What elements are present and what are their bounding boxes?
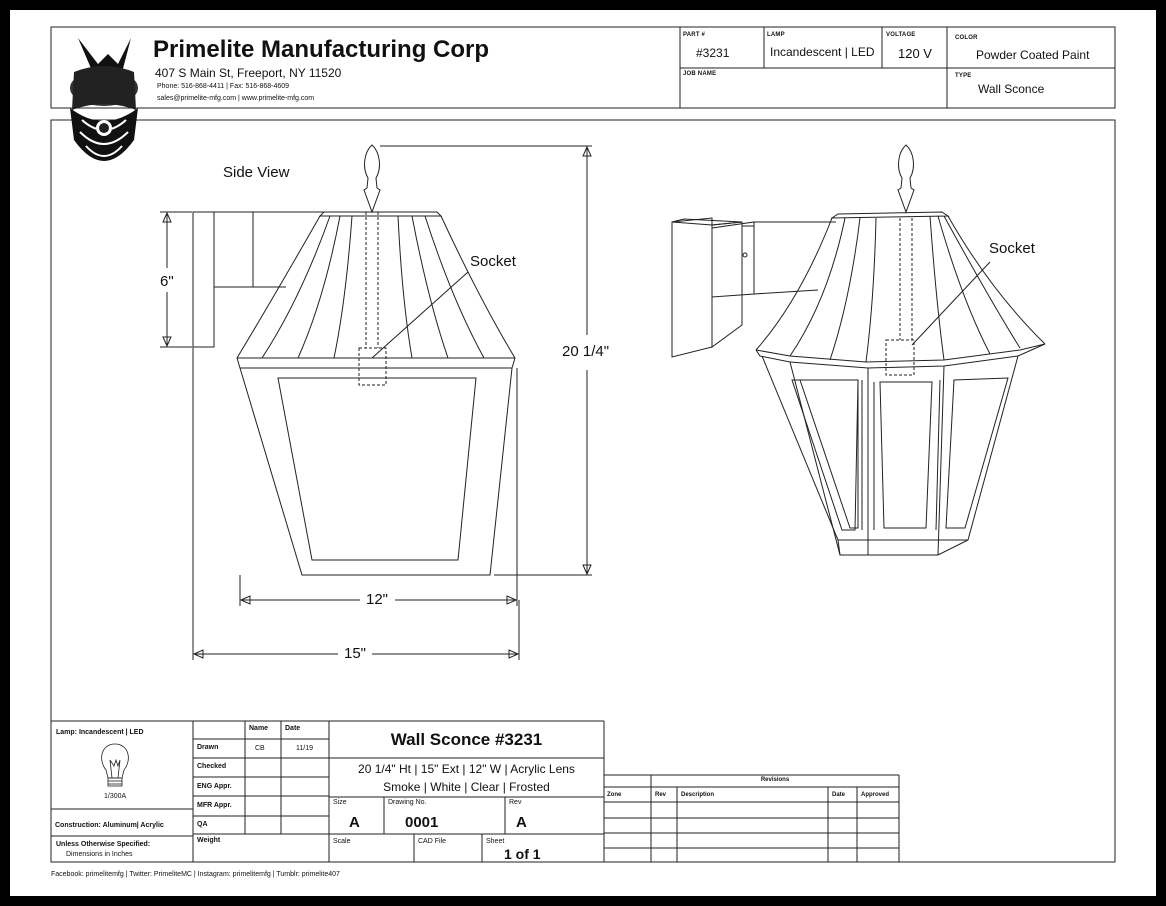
sheet-value: 1 of 1	[504, 846, 541, 862]
lamp-note: Lamp: Incandescent | LED	[56, 729, 144, 736]
revisions-header-description: Description	[681, 792, 715, 798]
voltage-label: VOLTAGE	[886, 32, 916, 38]
side-view-fixture	[192, 144, 516, 576]
sheet-label: Sheet	[486, 838, 505, 845]
voltage-value: 120 V	[898, 46, 932, 61]
lamp-label: LAMP	[767, 32, 785, 38]
rev-label: Rev	[509, 799, 522, 806]
height-dimension: 20 1/4"	[562, 343, 610, 360]
date-column-header: Date	[285, 725, 301, 732]
approval-row-date: 11/19	[296, 745, 313, 752]
lamp-value: Incandescent | LED	[770, 45, 875, 59]
part-label: PART #	[683, 32, 706, 38]
weight-label: Weight	[197, 837, 221, 844]
dimensions-note: Dimensions in Inches	[66, 851, 133, 858]
approval-row-label: Drawn	[197, 744, 219, 751]
socket-label-side: Socket	[470, 253, 516, 270]
side-view-label: Side View	[223, 164, 290, 181]
cad-file-label: CAD File	[418, 838, 447, 845]
approval-row-label: QA	[197, 821, 208, 828]
side-view-dimensions	[160, 145, 592, 660]
rev-value: A	[516, 814, 527, 831]
spec-line-2: Smoke | White | Clear | Frosted	[383, 780, 550, 794]
type-label: TYPE	[955, 73, 972, 79]
approval-row-label: Checked	[197, 763, 227, 770]
title-block-grid	[51, 27, 1115, 862]
job-name-label: JOB NAME	[683, 71, 717, 77]
backplate-dimension: 6"	[160, 273, 174, 290]
part-value: #3231	[696, 46, 730, 60]
social-footer: Facebook: primelitemfg | Twitter: Primel…	[51, 871, 340, 878]
unless-specified-note: Unless Otherwise Specified:	[56, 841, 151, 848]
approval-row-name: CB	[255, 745, 265, 752]
revisions-title: Revisions	[760, 777, 790, 783]
width-dimension: 12"	[366, 591, 389, 608]
perspective-view-fixture	[671, 144, 1046, 556]
size-value: A	[349, 814, 360, 831]
drawing-title: Wall Sconce #3231	[390, 730, 543, 749]
bulb-icon	[101, 743, 129, 787]
company-logo	[70, 38, 138, 161]
size-label: Size	[333, 799, 347, 806]
color-label: COLOR	[955, 35, 978, 41]
revisions-header-rev: Rev	[655, 792, 667, 798]
construction-note: Construction: Aluminum| Acrylic	[55, 822, 164, 829]
revisions-header-approved: Approved	[861, 792, 890, 798]
drawing-sheet	[10, 10, 1156, 896]
drawing-number-label: Drawing No.	[388, 799, 427, 806]
spec-line-1: 20 1/4" Ht | 15" Ext | 12" W | Acrylic L…	[358, 762, 575, 776]
company-address: 407 S Main St, Freeport, NY 11520	[155, 66, 342, 80]
company-email-web: sales@primelite-mfg.com | www.primelite-…	[157, 95, 315, 102]
drawing-number-value: 0001	[405, 814, 439, 831]
dimension-arrows	[162, 145, 592, 659]
revisions-header-zone: Zone	[607, 792, 622, 798]
approval-row-label: ENG Appr.	[197, 783, 232, 790]
color-value: Powder Coated Paint	[976, 48, 1090, 62]
type-value: Wall Sconce	[978, 82, 1045, 96]
bulb-scale: 1/300A	[104, 793, 127, 800]
approval-row-label: MFR Appr.	[197, 802, 232, 809]
extension-dimension: 15"	[344, 645, 367, 662]
name-column-header: Name	[249, 725, 269, 732]
company-phone-fax: Phone: 516-868-4411 | Fax: 516-868-4609	[157, 83, 290, 90]
company-name: Primelite Manufacturing Corp	[153, 36, 490, 63]
scale-label: Scale	[333, 838, 351, 845]
socket-label-perspective: Socket	[989, 240, 1035, 257]
drawing-frame	[50, 119, 1116, 863]
revisions-header-date: Date	[832, 792, 846, 798]
